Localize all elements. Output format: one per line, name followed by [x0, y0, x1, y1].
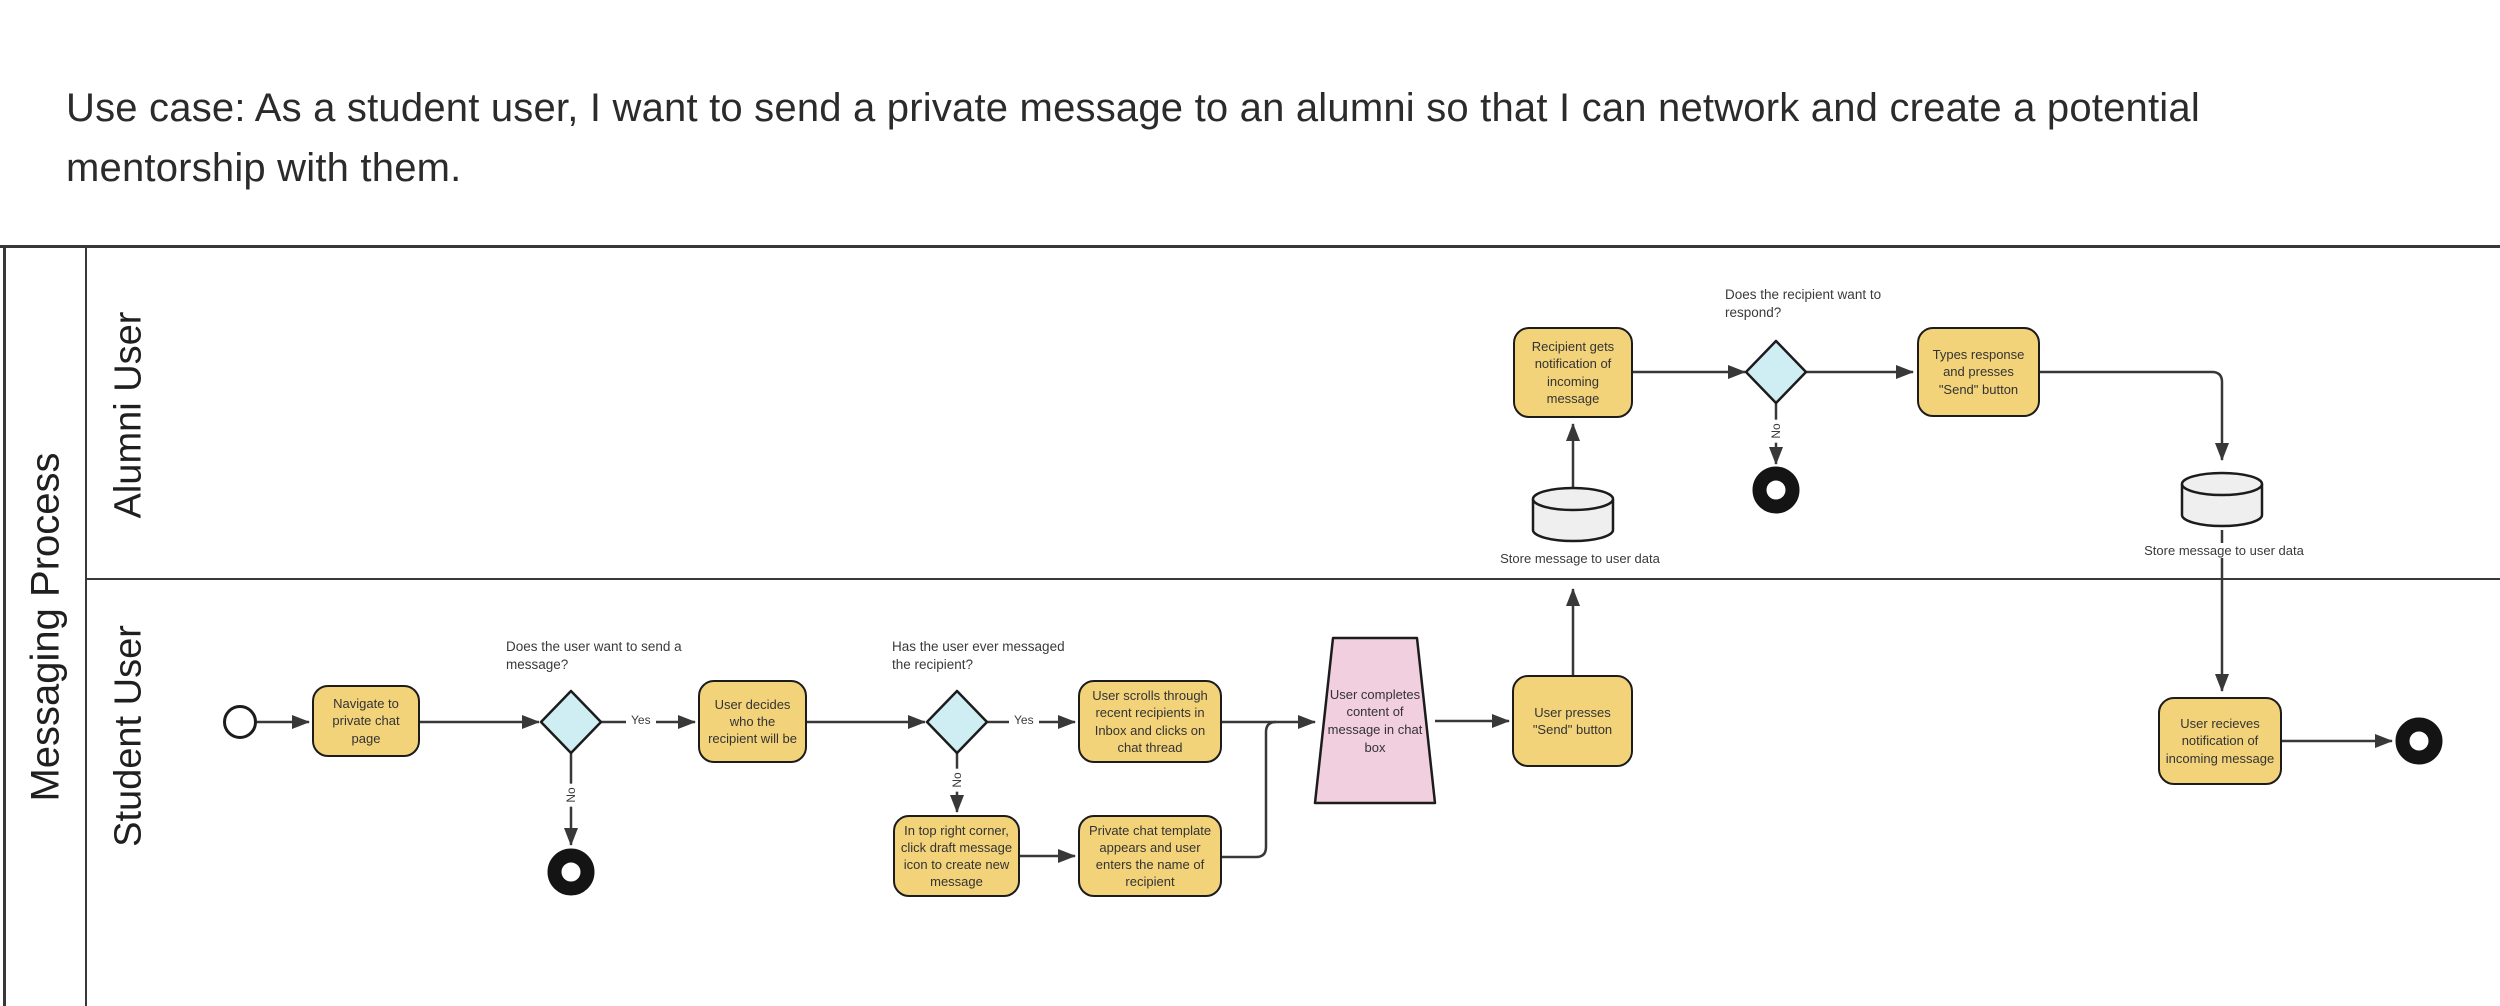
question-want-to-send: Does the user want to send a message? — [506, 639, 682, 672]
end-event-final[interactable] — [2395, 717, 2443, 765]
pool-top-border — [0, 245, 2500, 248]
datastore-store-message-1[interactable] — [1531, 486, 1615, 543]
question-want-to-respond: Does the recipient want to respond? — [1725, 287, 1882, 320]
task-recieves-notification[interactable]: User recieves notification of incoming m… — [2158, 697, 2282, 785]
task-types-response[interactable]: Types response and presses "Send" button — [1917, 327, 2040, 417]
start-event[interactable] — [223, 705, 257, 739]
task-recipient-gets-notification[interactable]: Recipient gets notification of incoming … — [1513, 327, 1633, 418]
use-case-title: Use case: As a student user, I want to s… — [66, 86, 2200, 190]
datastore-store-message-2[interactable] — [2180, 471, 2264, 528]
task-draft-message-icon[interactable]: In top right corner, click draft message… — [893, 815, 1020, 897]
edge-label-no-3: No — [1768, 419, 1784, 443]
question-ever-messaged: Has the user ever messaged the recipient… — [892, 639, 1065, 672]
task-navigate-private-chat[interactable]: Navigate to private chat page — [312, 685, 420, 757]
task-decides-recipient[interactable]: User decides who the recipient will be — [698, 680, 807, 763]
task-presses-send[interactable]: User presses "Send" button — [1512, 675, 1633, 767]
gateway-want-to-send[interactable] — [539, 689, 603, 755]
edge-label-yes-2: Yes — [1009, 712, 1039, 728]
edge-types-to-store2 — [2040, 370, 2229, 461]
edge-label-no-1: No — [563, 783, 579, 807]
end-event-no-response[interactable] — [1752, 466, 1800, 514]
lane-divider — [85, 578, 2500, 580]
pool-label-divider — [85, 245, 87, 1006]
task-scrolls-inbox[interactable]: User scrolls through recent recipients i… — [1078, 680, 1222, 763]
gateway-ever-messaged[interactable] — [925, 689, 989, 755]
manual-task-completes-message[interactable] — [1313, 636, 1437, 805]
edge-label-yes-1: Yes — [626, 712, 656, 728]
task-private-chat-template[interactable]: Private chat template appears and user e… — [1078, 815, 1222, 897]
edge-label-no-2: No — [949, 768, 965, 792]
edge-template-merge — [1222, 720, 1277, 859]
pool-left-border — [3, 245, 6, 1006]
datastore-label-2: Store message to user data — [2137, 543, 2311, 558]
datastore-label-1: Store message to user data — [1493, 551, 1667, 566]
gateway-want-to-respond[interactable] — [1744, 339, 1808, 405]
manual-task-label: User completes content of message in cha… — [1327, 686, 1423, 755]
end-event-no-message[interactable] — [547, 848, 595, 896]
